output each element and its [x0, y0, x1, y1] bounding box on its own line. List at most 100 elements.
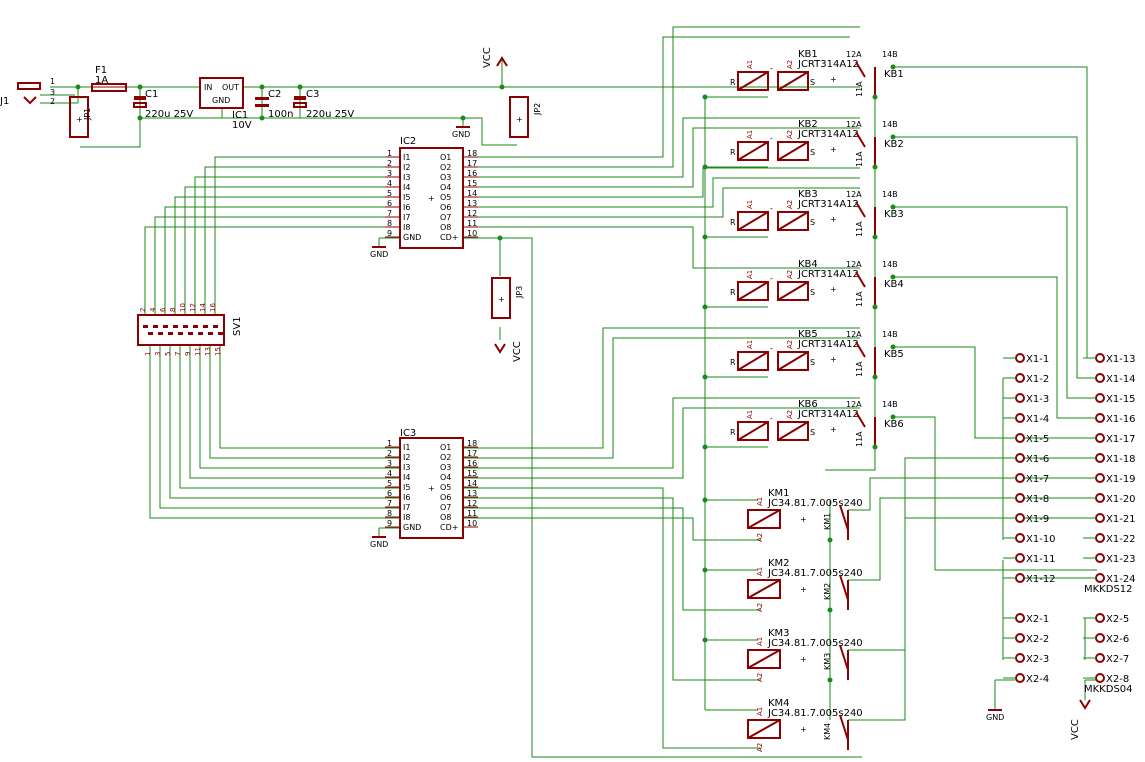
- x2-terminal-label: X2-7: [1106, 654, 1129, 665]
- jp1-ref: JP1: [83, 108, 92, 121]
- x1-terminal: X1-12: [1003, 573, 1056, 585]
- j1-pin-2: 2: [50, 97, 55, 106]
- ic-pin-num-right: 12: [467, 499, 477, 508]
- j1-pin-1: 1: [50, 77, 55, 86]
- svg-text:+: +: [428, 484, 435, 493]
- ic-pin-num-left: 7: [387, 209, 392, 218]
- ic-pin-name-left: I8: [403, 223, 410, 232]
- kb-pin-a1: A1: [746, 200, 754, 209]
- kb-pin-a2: A2: [786, 60, 794, 69]
- j1-connector: J1 1 3 2: [0, 77, 55, 107]
- kb-coil-mark-s: S: [810, 358, 815, 367]
- gnd-symbol-top: GND: [452, 126, 470, 139]
- kb-coil-mark-r: R: [730, 358, 736, 367]
- x1-terminal: X1-23: [1083, 553, 1136, 565]
- jp3-jumper: + JP3: [491, 277, 524, 319]
- kb-ref-contact: KB5: [884, 349, 904, 360]
- svg-text:+: +: [800, 655, 807, 664]
- x1-terminal-label: X1-13: [1106, 354, 1136, 365]
- ic-pin-num-left: 9: [387, 229, 392, 238]
- j1-ref: J1: [0, 96, 9, 107]
- sv1-pin-bottom: 15: [214, 347, 222, 356]
- kb-pin-a2: A2: [786, 130, 794, 139]
- x2-terminal-label: X2-1: [1026, 614, 1049, 625]
- ic-pin-name-left: I8: [403, 513, 410, 522]
- ic-pin-name-right: O6: [440, 203, 451, 212]
- km-ref-contact: KM2: [823, 583, 832, 600]
- km-relays: A1A2KM1JC34.81.7.005s240+KM1A1A2KM2JC34.…: [747, 488, 863, 752]
- kb-coil-mark-s: S: [810, 288, 815, 297]
- kb-ref: KB2: [798, 119, 818, 130]
- x2-terminal: X2-3: [1003, 653, 1049, 665]
- jp3-ref: JP3: [515, 286, 524, 299]
- km-ref: KM4: [768, 698, 790, 709]
- km-ref: KM3: [768, 628, 790, 639]
- c2-capacitor: C2 100n: [255, 89, 293, 120]
- km-pin-a2: A2: [756, 673, 764, 682]
- gnd-symbol-ic3: GND: [370, 536, 388, 549]
- kb-pin-a1: A1: [746, 410, 754, 419]
- x1-terminal-label: X1-5: [1026, 434, 1049, 445]
- ic-pin-name-left: GND: [403, 523, 421, 532]
- vcc-label-jp3: VCC: [512, 341, 523, 362]
- x1-terminal: X1-7: [1003, 473, 1049, 485]
- ic-pin-num-right: 11: [467, 219, 477, 228]
- kb-pin-a2: A2: [786, 340, 794, 349]
- km-ref-contact: KM3: [823, 653, 832, 670]
- kb-contact-14b: 14B: [882, 260, 898, 269]
- x2-terminal: X2-5: [1083, 613, 1129, 625]
- ic-pin-name-left: I7: [403, 213, 410, 222]
- sv1-pin-bottom: 11: [194, 347, 202, 356]
- x1-terminal: X1-21: [1083, 513, 1136, 525]
- x2-terminal: X2-4: [1003, 673, 1049, 685]
- kb-value: JCRT314A12: [797, 59, 859, 70]
- kb-contact-14b: 14B: [882, 120, 898, 129]
- ic-pin-num-right: 17: [467, 159, 477, 168]
- c3-capacitor: C3 220u 25V: [293, 89, 354, 120]
- c3-ref: C3: [306, 89, 319, 100]
- jp2-jumper: + JP2: [509, 96, 542, 138]
- x1-terminal: X1-6: [1003, 453, 1049, 465]
- kb-contact-12a: 12A: [846, 120, 862, 129]
- ic-pin-num-left: 1: [387, 149, 392, 158]
- kb-contact-14b: 14B: [882, 50, 898, 59]
- svg-text:+: +: [498, 295, 505, 304]
- vcc-label-x2: VCC: [1070, 719, 1081, 740]
- kb-coil-mark-minus: -: [770, 414, 773, 423]
- ic-pin-name-right: CD+: [440, 233, 458, 242]
- x1-terminal-label: X1-3: [1026, 394, 1049, 405]
- ic-pin-num-left: 6: [387, 489, 392, 498]
- ic-pin-name-right: O6: [440, 493, 451, 502]
- x2-terminal-label: X2-3: [1026, 654, 1049, 665]
- x1-terminal-label: X1-21: [1106, 514, 1136, 525]
- ic-pin-num-right: 15: [467, 179, 477, 188]
- x1-terminal-label: X1-4: [1026, 414, 1049, 425]
- ic-pin-name-left: I2: [403, 163, 410, 172]
- ic-pin-num-right: 15: [467, 469, 477, 478]
- svg-text:+: +: [830, 215, 837, 224]
- x1-terminal-label: X1-15: [1106, 394, 1136, 405]
- x1-terminal-label: X1-17: [1106, 434, 1136, 445]
- km-ref-contact: KM4: [823, 723, 832, 740]
- x1-terminal-label: X1-16: [1106, 414, 1136, 425]
- x1-terminal-label: X1-23: [1106, 554, 1136, 565]
- kb-coil-mark-minus: -: [770, 344, 773, 353]
- x2-terminal-label: X2-2: [1026, 634, 1049, 645]
- x1-terminal: X1-4: [1003, 413, 1049, 425]
- x1-terminal-label: X1-8: [1026, 494, 1049, 505]
- ic-pin-num-left: 6: [387, 199, 392, 208]
- c2-ref: C2: [268, 89, 281, 100]
- gnd-label-ic2: GND: [370, 250, 388, 259]
- ic-pin-num-left: 3: [387, 169, 392, 178]
- x1-value: MKKDS12: [1084, 584, 1133, 595]
- x1-terminal-label: X1-19: [1106, 474, 1136, 485]
- ic-pin-name-right: O3: [440, 463, 451, 472]
- kb-contact-11a: 11A: [855, 151, 864, 167]
- kb-contact-12a: 12A: [846, 400, 862, 409]
- svg-text:+: +: [830, 355, 837, 364]
- kb-ref: KB4: [798, 259, 818, 270]
